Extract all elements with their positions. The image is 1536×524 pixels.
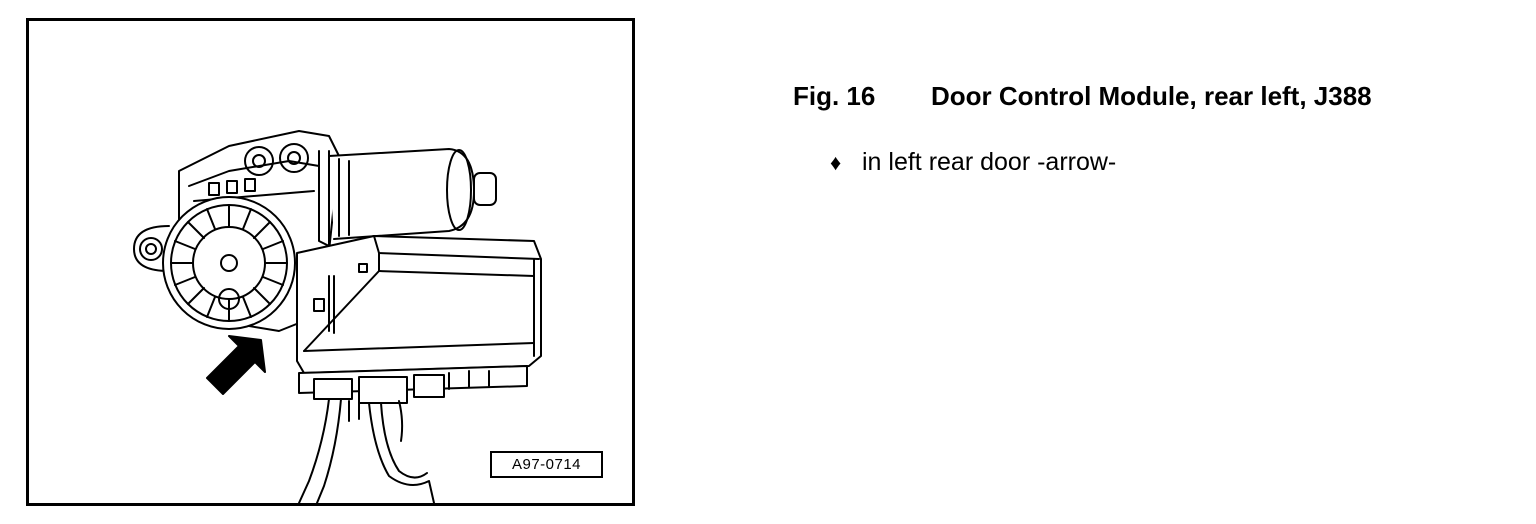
figure-frame: A97-0714 [26, 18, 635, 506]
gear-wheel [162, 196, 296, 330]
bullet-list: ♦ in left rear door -arrow- [830, 147, 1116, 178]
wire-harness [298, 398, 435, 503]
window-motor-illustration [133, 130, 542, 503]
figure-code-label: A97-0714 [490, 451, 603, 478]
electric-motor [318, 148, 497, 247]
figure-title: Door Control Module, rear left, J388 [931, 81, 1372, 111]
control-module-box [296, 235, 542, 374]
diamond-bullet-icon: ♦ [830, 150, 842, 175]
arrow-pointer-icon [206, 335, 266, 395]
mounting-lug [133, 225, 170, 272]
figure-number: Fig. 16 [793, 81, 876, 111]
bullet-text: in left rear door -arrow- [862, 148, 1117, 176]
figure-caption: Fig. 16 Door Control Module, rear left, J… [793, 80, 1372, 112]
connector-block [298, 365, 528, 404]
list-item: ♦ in left rear door -arrow- [830, 147, 1116, 178]
